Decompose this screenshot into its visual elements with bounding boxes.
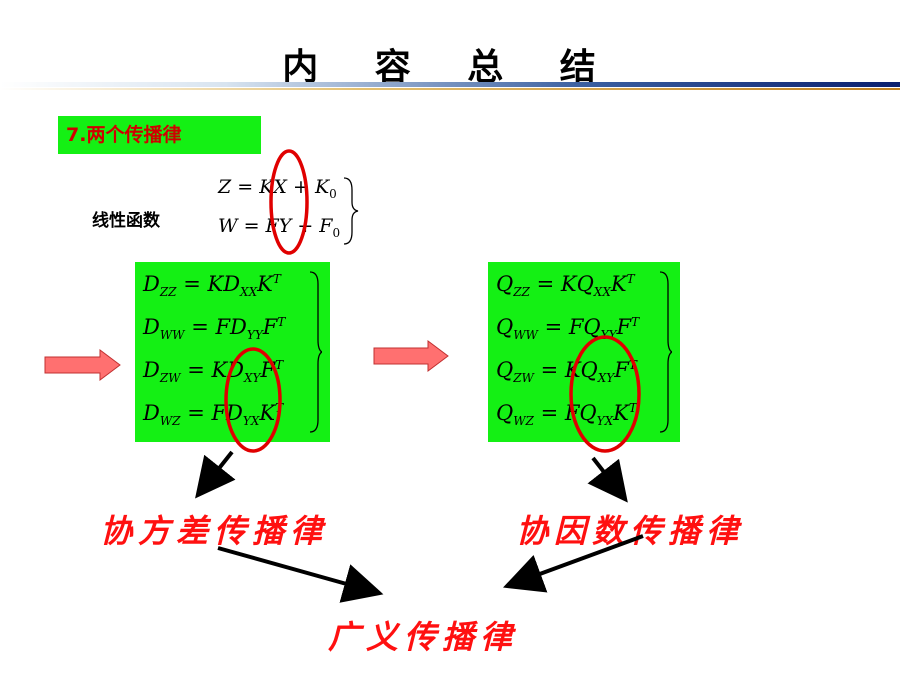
arrow-cov-down: [195, 450, 236, 499]
cof-eq-1: QZZ = KQXXKT: [496, 272, 635, 300]
covariance-box: DZZ = KDXXKT DWW = FDYYFT DZW = KDXYFT D…: [135, 262, 330, 442]
arrow-cof-to-general: [502, 534, 644, 593]
general-law-label: 广义传播律: [328, 618, 519, 656]
block-arrow-left: [44, 349, 121, 381]
cov-eq-3: DZW = KDXYFT: [143, 358, 284, 386]
cofactor-brace: [659, 271, 672, 433]
covariance-brace: [309, 271, 322, 433]
covariance-law-label: 协方差传播律: [100, 512, 329, 550]
cof-eq-4: QWZ = FQYXKT: [496, 401, 637, 429]
page-title: 内 容 总 结: [282, 47, 618, 88]
linear-function-label: 线性函数: [92, 211, 160, 231]
cov-eq-1: DZZ = KDXXKT: [143, 272, 281, 300]
cov-eq-2: DWW = FDYYFT: [143, 315, 286, 343]
highlight-circle-covariance: [224, 347, 282, 453]
cofactor-box: QZZ = KQXXKT QWW = FQYYFT QZW = KQXYFT Q…: [488, 262, 680, 442]
arrow-cov-to-general: [217, 546, 384, 603]
highlight-circle-linear: [269, 149, 309, 255]
highlight-circle-cofactor: [569, 335, 641, 453]
section-label: 7.两个传播律: [58, 116, 261, 154]
arrow-cof-down: [587, 456, 628, 503]
block-arrow-middle: [373, 340, 449, 372]
linear-equation-w: W = FY + F0: [218, 215, 341, 240]
title-underline-accent: [0, 88, 900, 90]
title-underline: [0, 82, 900, 87]
